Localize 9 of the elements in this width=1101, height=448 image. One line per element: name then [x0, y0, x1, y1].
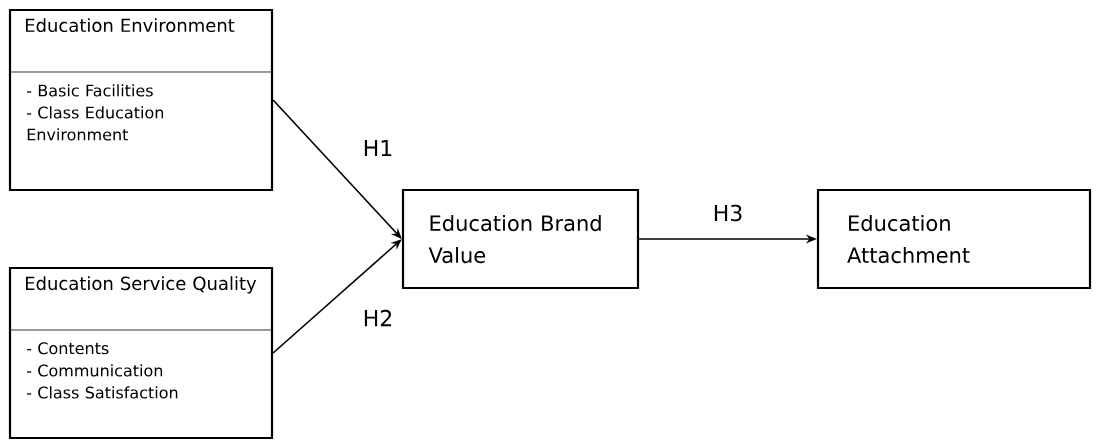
box: Education Attachment	[816, 188, 1092, 290]
box: Education Service Quality - Contents - Communication - Class Satisfaction	[8, 266, 274, 440]
edge-label: H1	[361, 139, 395, 157]
arrow	[272, 99, 402, 239]
box: Education Brand Value	[401, 188, 640, 290]
box: Education Environment - Basic Facilities - Class Education Environment	[8, 8, 274, 192]
arrow	[272, 239, 402, 354]
edge-label: H2	[361, 308, 395, 328]
edge-label: H3	[711, 203, 745, 223]
